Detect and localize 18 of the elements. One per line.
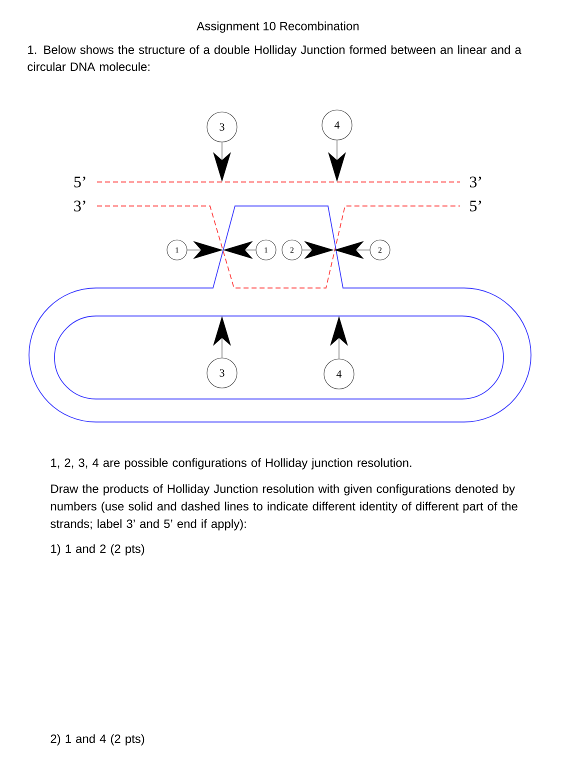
title: Assignment 10 Recombination xyxy=(196,22,359,33)
instruction-text: 2) 1 and 4 (2 pts) xyxy=(50,734,144,746)
arrow xyxy=(302,241,334,259)
arrow xyxy=(224,241,256,259)
strand-end-label: 3’ xyxy=(74,200,86,212)
arrow xyxy=(213,142,231,182)
strand-end-label: 5’ xyxy=(470,200,481,212)
instruction-text: 1) 1 and 2 (2 pts) xyxy=(51,544,144,556)
strand-end-label: 3’ xyxy=(470,176,481,188)
arrow xyxy=(187,241,222,259)
arrow xyxy=(330,316,348,359)
question-text: 1. Below shows the structure of a double Holliday Junction formed between an linear and a circular DNA molecule: xyxy=(28,45,522,71)
arrow xyxy=(328,140,346,182)
strand-end-label: 5’ xyxy=(74,176,86,188)
instruction-text: 1, 2, 3, 4 are possible configurations of Holliday junction resolution. xyxy=(51,458,412,470)
arrow xyxy=(213,316,231,358)
arrow xyxy=(334,241,370,259)
instruction-text: Draw the products of Holliday Junction resolution with given configurations denoted by numbers (use solid and dashed lines to indicate different identity of different part of the strands; label 3’ and 5’ end if apply): xyxy=(50,484,518,530)
